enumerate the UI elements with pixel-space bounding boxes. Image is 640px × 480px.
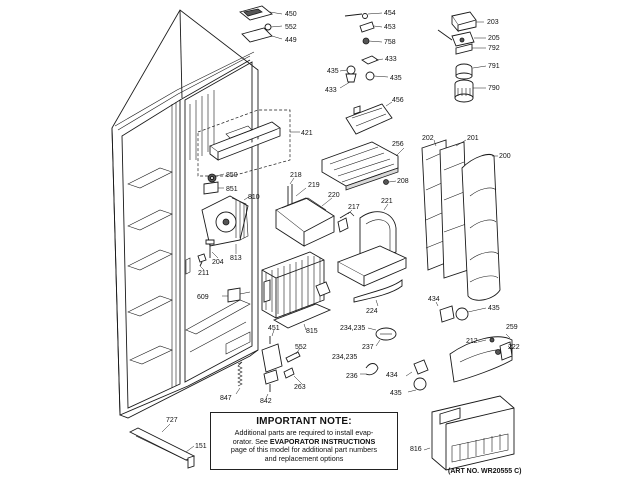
thermistor xyxy=(337,209,355,233)
label-201: 201 xyxy=(467,135,479,142)
label-208: 208 xyxy=(397,178,409,185)
label-221: 221 xyxy=(381,198,393,205)
label-552: 552 xyxy=(285,24,297,31)
light-cover xyxy=(345,101,393,135)
label-421: 421 xyxy=(301,130,313,137)
damper-parts xyxy=(235,361,303,399)
mounting-screws xyxy=(197,239,219,271)
label-224: 224 xyxy=(366,308,378,315)
label-234-235: 234,235 xyxy=(332,354,357,361)
label-203: 203 xyxy=(487,19,499,26)
label-204: 204 xyxy=(212,259,224,266)
important-note-title: IMPORTANT NOTE: xyxy=(256,416,352,427)
light-shield xyxy=(367,327,397,347)
evaporator-shroud xyxy=(321,141,405,191)
fan-assembly xyxy=(201,195,251,254)
label-217: 217 xyxy=(348,204,360,211)
label-151: 151 xyxy=(195,443,207,450)
bottom-trim xyxy=(128,423,196,469)
lamp-socket-right xyxy=(435,301,487,323)
label-816: 816 xyxy=(410,446,422,453)
label-454: 454 xyxy=(384,10,396,17)
refrigerator-cabinet xyxy=(111,9,259,419)
pivot-bracket xyxy=(344,12,383,45)
label-813: 813 xyxy=(230,255,242,262)
label-609: 609 xyxy=(197,294,209,301)
label-790: 790 xyxy=(488,85,500,92)
label-434: 434 xyxy=(428,296,440,303)
label-850: 850 xyxy=(226,172,238,179)
note-line-4: and replacement options xyxy=(264,453,344,463)
label-211: 211 xyxy=(198,270,209,277)
fan-motor xyxy=(203,173,225,195)
label-434: 434 xyxy=(386,372,398,379)
important-note-text: Additional parts are required to install… xyxy=(211,428,397,463)
ice-chute xyxy=(336,203,408,307)
label-847: 847 xyxy=(220,395,232,402)
drain-trough xyxy=(275,177,335,247)
label-435: 435 xyxy=(327,68,339,75)
note-line-1: Additional parts are required to install… xyxy=(234,428,374,437)
lamp-socket-lower xyxy=(360,359,429,393)
label-212: 212 xyxy=(466,338,478,345)
label-205: 205 xyxy=(488,35,500,42)
label-433: 433 xyxy=(385,56,397,63)
label-792: 792 xyxy=(488,45,500,52)
note-line-2-prefix: orator. See xyxy=(232,436,270,446)
art-number: (ART NO. WR20555 C) xyxy=(448,468,522,475)
label-202: 202 xyxy=(422,135,434,142)
bottom-hinge-bracket xyxy=(261,329,301,373)
label-435: 435 xyxy=(488,305,500,312)
part-number-labels: 450 552 449 454 453 758 433 435 435 433 … xyxy=(166,10,520,453)
label-758: 758 xyxy=(384,39,396,46)
damper-ball xyxy=(383,179,397,185)
label-218: 218 xyxy=(290,172,302,179)
label-810: 810 xyxy=(248,194,260,201)
label-552: 552 xyxy=(295,344,307,351)
label-263: 263 xyxy=(294,384,306,391)
label-236: 236 xyxy=(346,373,358,380)
label-234-235: 234,235 xyxy=(340,325,365,332)
top-hinge-assembly xyxy=(239,5,283,43)
label-435: 435 xyxy=(390,75,402,82)
defrost-sensor xyxy=(222,287,251,303)
label-449: 449 xyxy=(285,37,297,44)
door-panels xyxy=(421,139,501,301)
label-435: 435 xyxy=(390,390,402,397)
label-791: 791 xyxy=(488,63,500,70)
label-727: 727 xyxy=(166,417,178,424)
label-237: 237 xyxy=(362,344,374,351)
label-842: 842 xyxy=(260,398,272,405)
label-451: 451 xyxy=(268,325,280,332)
label-222: 222 xyxy=(508,344,520,351)
light-housing-group xyxy=(197,109,300,177)
control-and-filter xyxy=(437,11,487,103)
label-200: 200 xyxy=(499,153,511,160)
label-815: 815 xyxy=(306,328,318,335)
label-219: 219 xyxy=(308,182,320,189)
label-256: 256 xyxy=(392,141,404,148)
label-433: 433 xyxy=(325,87,337,94)
label-450: 450 xyxy=(285,11,297,18)
label-851: 851 xyxy=(226,186,238,193)
evaporator-cover xyxy=(423,395,515,471)
label-456: 456 xyxy=(392,97,404,104)
lamp-socket-top xyxy=(339,55,389,89)
note-line-3: page of this model for additional part n… xyxy=(230,445,378,455)
lamp-cover-right xyxy=(449,333,513,383)
label-259: 259 xyxy=(506,324,518,331)
evaporator-instructions-reference: EVAPORATOR INSTRUCTIONS xyxy=(269,436,376,446)
evaporator-coil xyxy=(261,251,332,331)
label-220: 220 xyxy=(328,192,340,199)
label-453: 453 xyxy=(384,24,396,31)
important-note-box: IMPORTANT NOTE: Additional parts are req… xyxy=(210,412,398,470)
